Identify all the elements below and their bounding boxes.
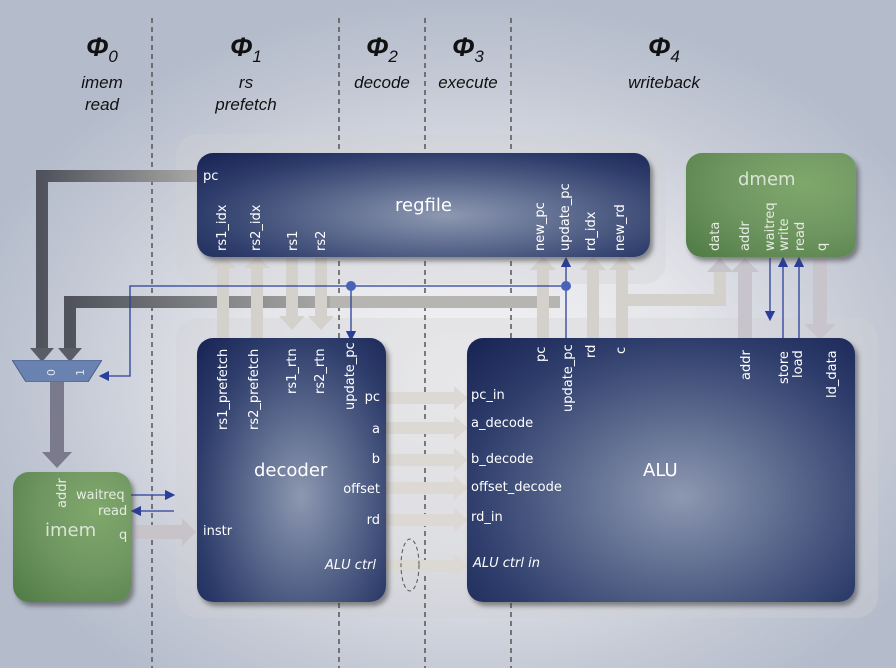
decoder-block[interactable]: decoder rs1_prefetch rs2_prefetch rs1_rt…	[197, 338, 386, 602]
decoder-port-rs2-rtn: rs2_rtn	[313, 348, 328, 394]
c-to-dmem-data-bus	[628, 270, 726, 306]
imem-port-addr: addr	[55, 478, 70, 508]
alu-block[interactable]: ALU pc update_pc rd c addr store load ld…	[467, 338, 855, 602]
alu-port-c: c	[614, 346, 629, 354]
alu-port-pc: pc	[534, 346, 549, 362]
alu-port-addr: addr	[739, 350, 754, 380]
rd-to-rd-in-bus	[386, 514, 456, 526]
regfile-port-new-pc: new_pc	[533, 202, 548, 251]
decoder-port-rs1-rtn: rs1_rtn	[285, 348, 300, 394]
decoder-port-rs2-prefetch: rs2_prefetch	[247, 348, 262, 430]
alu-ctrl-bundle-marker	[400, 538, 420, 592]
alu-port-alu-ctrl-in: ALU ctrl in	[473, 556, 540, 571]
regfile-port-rs1-idx: rs1_idx	[215, 204, 230, 251]
regfile-port-rs2-idx: rs2_idx	[249, 204, 264, 251]
decoder-port-a: a	[372, 422, 380, 437]
pc-bus	[36, 170, 198, 350]
alu-title: ALU	[643, 460, 678, 481]
dmem-port-q: q	[815, 242, 830, 251]
new-rd-writeback-bus	[616, 268, 628, 338]
decoder-port-instr: instr	[203, 524, 233, 539]
alu-port-ld-data: ld_data	[825, 350, 840, 398]
decoder-port-rd: rd	[366, 513, 380, 528]
regfile-port-pc: pc	[203, 169, 219, 184]
decoder-port-b: b	[371, 452, 380, 467]
mux-to-imem-bus	[50, 380, 64, 456]
regfile-port-rs2: rs2	[314, 230, 329, 251]
imem-port-q: q	[119, 528, 128, 543]
decoder-port-update-pc: update_pc	[343, 342, 358, 410]
phase-3-header: Φ3 execute	[438, 32, 498, 92]
mux-input-1: 1	[74, 369, 87, 376]
alu-port-rd-in: rd_in	[471, 510, 503, 525]
alu-port-offset-decode: offset_decode	[471, 480, 562, 495]
dmem-port-write: write	[777, 218, 792, 251]
regfile-port-update-pc: update_pc	[558, 183, 573, 251]
dmem-title: dmem	[738, 169, 796, 190]
alu-port-pc-in: pc_in	[471, 388, 505, 403]
a-to-a-decode-bus	[386, 422, 456, 434]
alu-port-store: store	[777, 351, 792, 384]
regfile-title: regfile	[395, 195, 452, 216]
dmem-block[interactable]: dmem data addr waitreq write read q	[686, 153, 856, 257]
new-pc-writeback-bus	[537, 268, 549, 338]
decoder-port-alu-ctrl: ALU ctrl	[325, 558, 376, 573]
offset-to-offset-decode-bus	[386, 482, 456, 494]
alu-port-rd: rd	[584, 344, 599, 358]
rs2-prefetch-bus	[251, 266, 263, 340]
regfile-block[interactable]: regfile pc rs1_idx rs2_idx rs1 rs2 new_p…	[197, 153, 650, 257]
rs1-rtn-bus	[286, 258, 298, 320]
dmem-port-waitreq: waitreq	[763, 202, 778, 251]
alu-port-load: load	[791, 350, 806, 378]
imem-port-read: read	[98, 504, 128, 519]
rd-idx-writeback-bus	[587, 268, 599, 338]
rs2-rtn-bus	[315, 258, 327, 320]
regfile-port-new-rd: new_rd	[613, 204, 628, 251]
imem-block[interactable]: imem addr waitreq read q	[13, 472, 131, 602]
junction-dot	[561, 281, 571, 291]
alu-addr-to-dmem-bus	[738, 268, 752, 338]
regfile-port-rs1: rs1	[286, 230, 301, 251]
pc-mux: 0 1	[12, 360, 102, 382]
imem-title: imem	[45, 520, 97, 541]
dmem-q-to-alu-bus	[813, 258, 827, 328]
mux-input-0: 0	[45, 369, 58, 376]
alu-ctrl-bus	[386, 560, 456, 572]
imem-port-waitreq: waitreq	[76, 488, 125, 503]
alu-port-update-pc: update_pc	[561, 344, 576, 412]
b-to-b-decode-bus	[386, 454, 456, 466]
imem-to-decoder-bus	[134, 525, 184, 539]
dmem-port-read: read	[793, 221, 808, 251]
phase-4-header: Φ4 writeback	[628, 32, 700, 92]
dmem-port-addr: addr	[738, 221, 753, 251]
phase-1-header: Φ1 rs prefetch	[215, 32, 277, 114]
decoder-title: decoder	[254, 460, 328, 481]
regfile-port-rd-idx: rd_idx	[584, 211, 599, 251]
alu-port-a-decode: a_decode	[471, 416, 534, 431]
phase-0-header: Φ0 imem read	[81, 32, 123, 114]
pc-bus-arrowhead	[30, 348, 54, 362]
dmem-port-data: data	[708, 221, 723, 251]
decoder-port-rs1-prefetch: rs1_prefetch	[216, 348, 231, 430]
pc-to-pc-in-bus	[386, 392, 456, 404]
junction-dot	[346, 281, 356, 291]
phase-2-header: Φ2 decode	[354, 32, 410, 92]
rs1-prefetch-bus	[217, 266, 229, 340]
new-pc-bus-arrowhead	[58, 348, 82, 362]
alu-port-b-decode: b_decode	[471, 452, 534, 467]
decoder-port-pc: pc	[364, 390, 380, 405]
decoder-port-offset: offset	[343, 482, 380, 497]
